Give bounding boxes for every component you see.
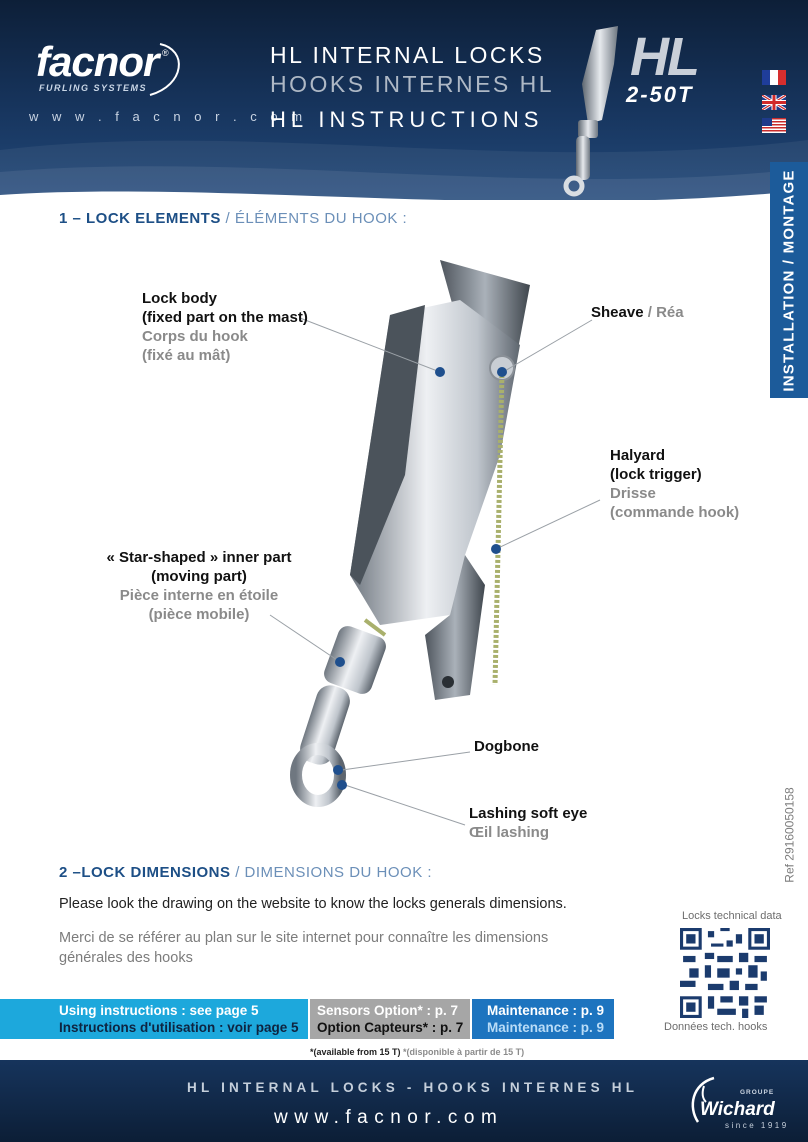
label-lashing-fr: Œil lashing [469,823,587,842]
label-halyard-fr1: Drisse [610,484,739,503]
label-star-en2: (moving part) [96,567,302,586]
section-2-title-fr: / DIMENSIONS DU HOOK : [231,864,433,881]
callout-dot [491,544,501,554]
wichard-groupe: GROUPE [740,1089,774,1096]
label-star-fr2: (pièce mobile) [96,605,302,624]
sensors-option-fr[interactable]: Option Capteurs* : p. 7 [317,1019,463,1036]
label-lock-body: Lock body (fixed part on the mast) Corps… [142,289,308,365]
label-halyard: Halyard (lock trigger) Drisse (commande … [610,446,739,522]
wichard-since: since 1919 [725,1121,789,1130]
callout-dot [435,367,445,377]
label-halyard-en2: (lock trigger) [610,465,739,484]
footer-website[interactable]: www.facnor.com [274,1107,503,1129]
label-sheave-en: Sheave [591,304,644,321]
label-star-part: « Star-shaped » inner part (moving part)… [96,548,302,624]
label-dogbone: Dogbone [474,737,539,756]
label-lock-body-fr2: (fixé au mât) [142,346,308,365]
qr-title: Locks technical data [682,910,782,922]
sensors-option-en[interactable]: Sensors Option* : p. 7 [317,1002,458,1019]
availability-fr: *(disponible à partir de 15 T) [401,1047,525,1057]
using-instructions-fr[interactable]: Instructions d'utilisation : voir page 5 [59,1019,299,1036]
callout-dot [337,780,347,790]
wichard-name: Wichard [700,1099,775,1121]
label-lock-body-fr1: Corps du hook [142,327,308,346]
qr-code-icon[interactable] [680,928,770,1018]
label-lashing-eye: Lashing soft eye Œil lashing [469,804,587,842]
availability-note: *(available from 15 T) *(disponible à pa… [310,1047,524,1057]
label-sheave: Sheave / Réa [591,303,684,322]
label-sheave-fr: Réa [656,304,684,321]
label-lock-body-en1: Lock body [142,289,308,308]
label-sheave-sep: / [644,304,657,321]
section-2-title: 2 –LOCK DIMENSIONS / DIMENSIONS DU HOOK … [59,864,432,881]
maintenance-en[interactable]: Maintenance : p. 9 [487,1002,604,1019]
label-dogbone-en: Dogbone [474,737,539,756]
dimensions-text-fr: Merci de se référer au plan sur le site … [59,928,599,968]
dimensions-text-en: Please look the drawing on the website t… [59,896,567,912]
callout-dot [497,367,507,377]
availability-en: *(available from 15 T) [310,1047,401,1057]
label-star-en1: « Star-shaped » inner part [96,548,302,567]
qr-caption: Données tech. hooks [664,1021,767,1033]
using-instructions-en[interactable]: Using instructions : see page 5 [59,1002,259,1019]
label-lashing-en: Lashing soft eye [469,804,587,823]
callout-dot [335,657,345,667]
maintenance-fr[interactable]: Maintenance : p. 9 [487,1019,604,1036]
section-2-title-en: 2 –LOCK DIMENSIONS [59,864,231,881]
footer-title: HL INTERNAL LOCKS - HOOKS INTERNES HL [187,1080,638,1095]
label-halyard-fr2: (commande hook) [610,503,739,522]
label-lock-body-en2: (fixed part on the mast) [142,308,308,327]
label-star-fr1: Pièce interne en étoile [96,586,302,605]
label-halyard-en1: Halyard [610,446,739,465]
callout-dot [333,765,343,775]
